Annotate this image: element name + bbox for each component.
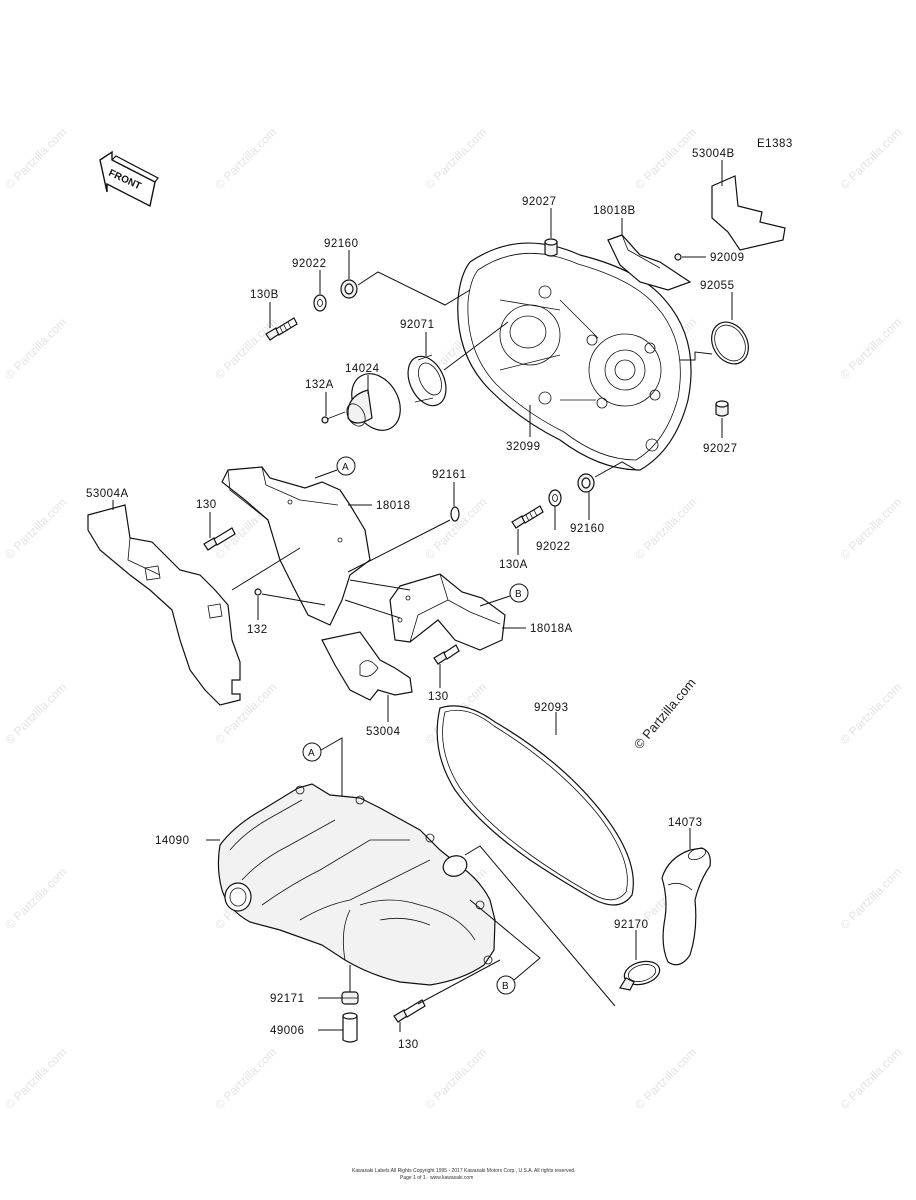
label-130-mid: 130	[428, 691, 449, 703]
label-53004B: 53004B	[692, 148, 735, 160]
part-92071-seal	[407, 354, 447, 407]
label-49006: 49006	[270, 1025, 304, 1037]
part-14090-cover	[217, 783, 496, 986]
label-32099: 32099	[506, 441, 540, 453]
footer-copyright: Kawasaki Labels All Rights Copyright 199…	[352, 1168, 575, 1174]
watermark: © Partzilla.com	[212, 315, 279, 382]
diagram-code: E1383	[757, 138, 793, 150]
part-92055-oring	[711, 321, 749, 365]
part-92161-oring	[450, 506, 460, 522]
part-92027-right	[715, 400, 729, 417]
partzilla-watermark: © Partzilla.com	[631, 675, 699, 752]
part-18018A	[389, 573, 506, 651]
label-53004A: 53004A	[86, 488, 129, 500]
part-92160-mid	[577, 473, 595, 493]
label-92009: 92009	[710, 252, 744, 264]
label-92160-mid: 92160	[570, 523, 604, 535]
label-130A: 130A	[499, 559, 528, 571]
label-18018B: 18018B	[593, 205, 636, 217]
watermark: © Partzilla.com	[2, 865, 69, 932]
front-arrow-icon: FRONT	[99, 150, 159, 208]
watermark: © Partzilla.com	[422, 125, 489, 192]
part-92170-clamp	[619, 960, 661, 991]
watermark: © Partzilla.com	[2, 315, 69, 382]
label-130B: 130B	[250, 289, 279, 301]
part-14024-cap	[346, 373, 401, 431]
label-92027-top: 92027	[522, 196, 556, 208]
part-132-screw	[254, 588, 262, 596]
watermark: © Partzilla.com	[837, 1045, 904, 1112]
label-130-bottom: 130	[398, 1039, 419, 1051]
callout-b-top: B	[509, 583, 529, 603]
part-53004B	[711, 175, 786, 251]
part-53004	[321, 631, 413, 701]
label-92022-mid: 92022	[536, 541, 570, 553]
label-18018: 18018	[376, 500, 410, 512]
watermark: © Partzilla.com	[837, 865, 904, 932]
svg-text:B: B	[515, 589, 522, 600]
label-92161: 92161	[432, 469, 466, 481]
label-18018A: 18018A	[530, 623, 573, 635]
part-92022-top	[313, 294, 327, 312]
label-92071: 92071	[400, 319, 434, 331]
part-49006-plug	[342, 1012, 358, 1043]
label-14090: 14090	[155, 835, 189, 847]
part-14073-duct	[661, 847, 711, 966]
part-92160-top	[340, 279, 358, 299]
label-130-left: 130	[196, 499, 217, 511]
watermark: © Partzilla.com	[2, 495, 69, 562]
watermark: © Partzilla.com	[837, 680, 904, 747]
part-130A-bolt	[511, 505, 544, 529]
callout-b-bottom: B	[496, 975, 516, 995]
watermark: © Partzilla.com	[837, 495, 904, 562]
label-92055: 92055	[700, 280, 734, 292]
label-14024: 14024	[345, 363, 380, 375]
svg-text:B: B	[502, 981, 509, 992]
svg-text:A: A	[342, 462, 349, 473]
label-14073: 14073	[668, 817, 702, 829]
part-92022-mid	[548, 489, 562, 507]
watermark: © Partzilla.com	[2, 1045, 69, 1112]
footer-page: Page 1 of 1 · www.kawasaki.com	[400, 1175, 473, 1181]
part-92171-clamp	[341, 991, 359, 1005]
watermark: © Partzilla.com	[837, 125, 904, 192]
label-92093: 92093	[534, 702, 568, 714]
label-132A: 132A	[305, 379, 334, 391]
part-92093-gasket	[436, 705, 634, 906]
label-92171: 92171	[270, 993, 304, 1005]
label-92022-top: 92022	[292, 258, 326, 270]
part-53004A	[87, 504, 241, 706]
label-92170: 92170	[614, 919, 648, 931]
svg-text:A: A	[308, 748, 315, 759]
part-92027-top	[544, 238, 558, 257]
part-130-left-bolt	[203, 527, 236, 551]
part-18018B	[607, 234, 692, 291]
callout-a-top: A	[336, 456, 356, 476]
watermark: © Partzilla.com	[632, 125, 699, 192]
part-130B-bolt	[265, 317, 298, 341]
part-130-bottom-bolt	[393, 999, 426, 1023]
part-32099-cover	[457, 242, 692, 471]
watermark: © Partzilla.com	[632, 495, 699, 562]
label-92160-top: 92160	[324, 238, 358, 250]
label-92027-right: 92027	[703, 443, 737, 455]
watermark: © Partzilla.com	[2, 680, 69, 747]
watermark: © Partzilla.com	[422, 1045, 489, 1112]
watermark: © Partzilla.com	[212, 125, 279, 192]
part-92009	[674, 253, 682, 261]
label-53004: 53004	[366, 726, 401, 738]
watermark: © Partzilla.com	[2, 125, 69, 192]
watermark: © Partzilla.com	[212, 1045, 279, 1112]
callout-a-bottom: A	[302, 742, 322, 762]
watermark: © Partzilla.com	[837, 315, 904, 382]
label-132: 132	[247, 624, 268, 636]
part-130-mid-bolt	[433, 644, 460, 665]
watermark: © Partzilla.com	[632, 1045, 699, 1112]
part-132A-screw	[321, 411, 346, 424]
